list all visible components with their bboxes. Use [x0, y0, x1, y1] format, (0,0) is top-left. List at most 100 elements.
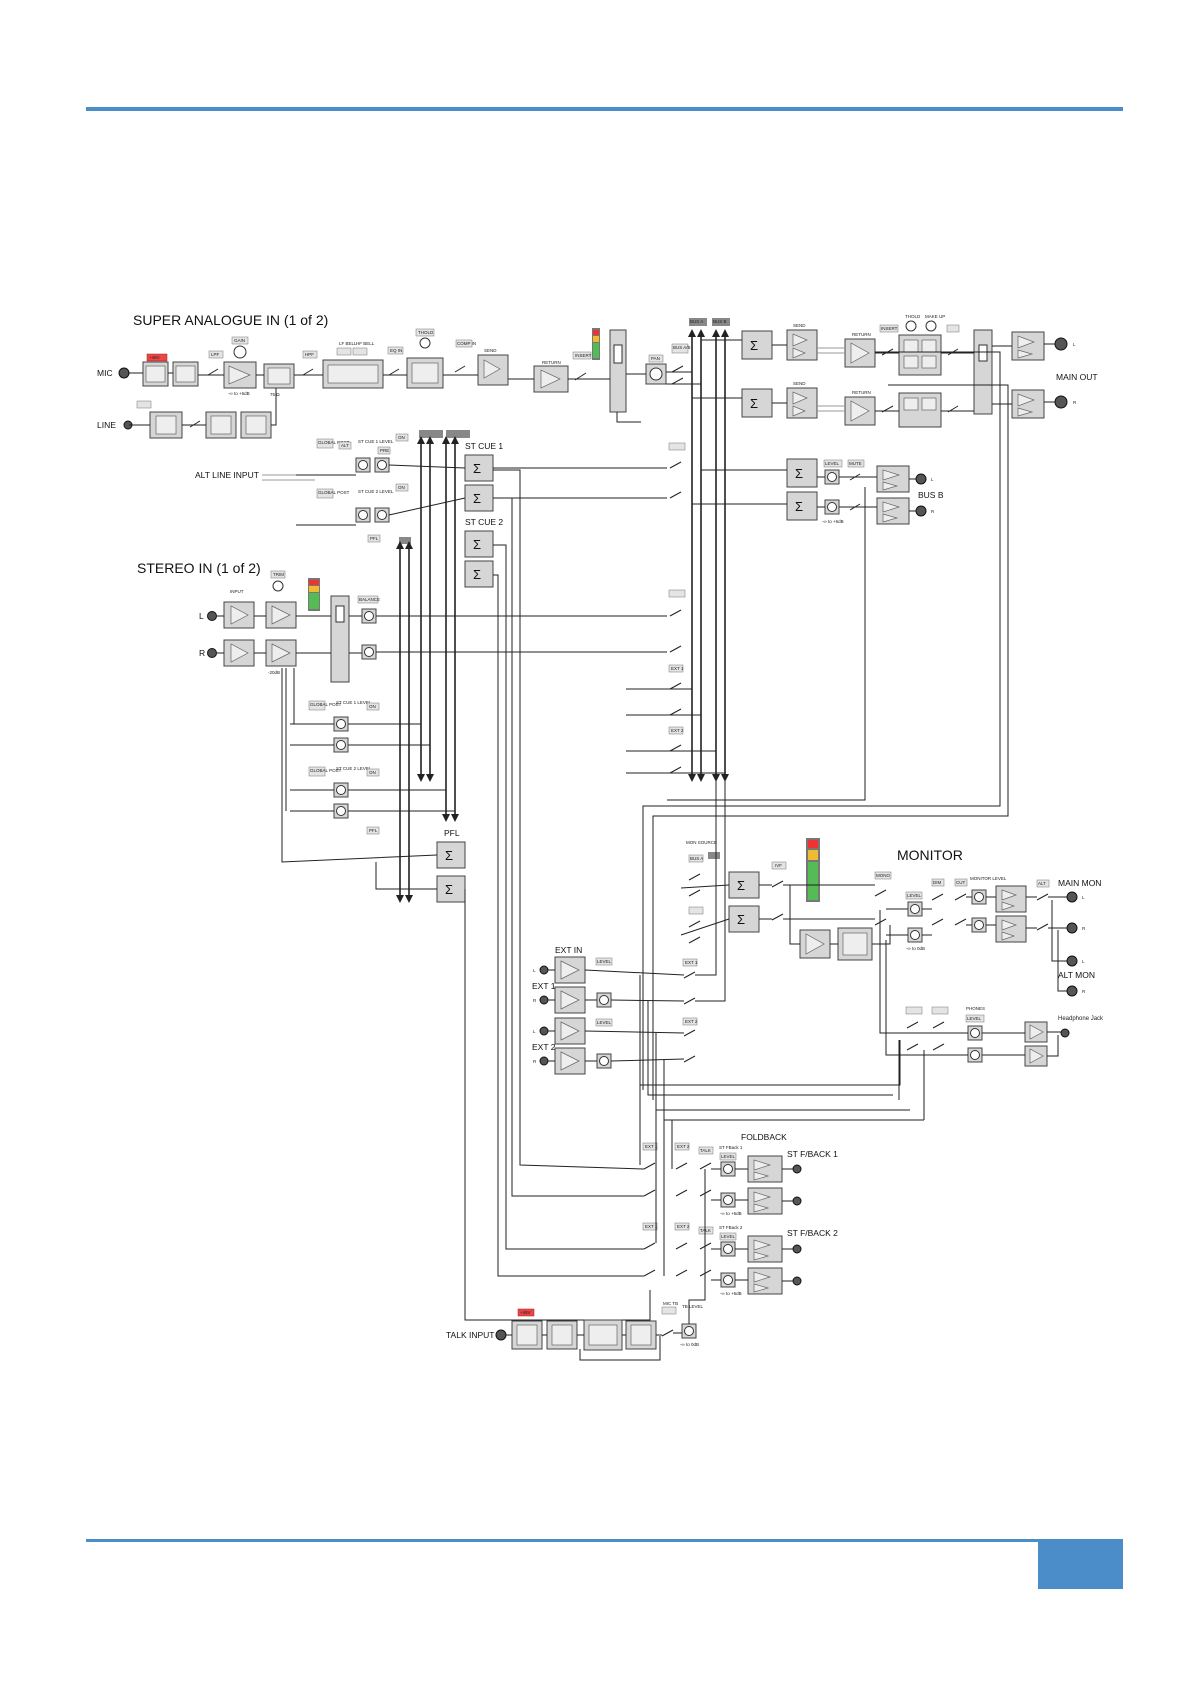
ext2-bus-tag [668, 726, 684, 735]
mute-tag [847, 459, 865, 468]
label-tb-level: TB LEVEL [682, 1304, 704, 1309]
eq-in-switch-icon [388, 368, 400, 376]
label-hf-bell: HF BELL [356, 341, 375, 346]
title-monitor: MONITOR [897, 847, 963, 863]
st-cue2-sum-r [464, 560, 494, 588]
mic-jack-icon [118, 367, 130, 379]
eq-inner [327, 364, 379, 384]
title-st-fback-1: ST F/BACK 1 [787, 1149, 838, 1159]
send-b-block [786, 387, 818, 419]
label-main-out: MAIN OUT [1056, 372, 1098, 382]
label-bus-ab: BUS A/B [673, 345, 691, 350]
global-post-tag-1 [316, 438, 334, 449]
label-mono: MONO [876, 873, 890, 878]
ext2-l-jack-icon [539, 1026, 549, 1036]
label-return-b: RETURN [852, 390, 871, 395]
insert-tag [572, 351, 592, 360]
label-fb2-ext2: EXT 2 [677, 1224, 690, 1229]
pfl-tag-2 [366, 826, 380, 835]
alt-mon-tag [1036, 879, 1050, 888]
ext1-r-jack-icon [539, 995, 549, 1005]
line-phase-inner [210, 415, 232, 435]
on-tag-3 [366, 702, 380, 711]
label-ext2-mon: EXT 2 [685, 1019, 698, 1024]
in-tag [946, 324, 960, 333]
balance-tag [357, 595, 379, 604]
label-fb1-ext2: EXT 2 [677, 1144, 690, 1149]
main-mon-amp-l [995, 885, 1027, 913]
thold-knob-icon [419, 337, 431, 349]
title-foldback: FOLDBACK [741, 1132, 787, 1142]
comp-in-tag [455, 339, 473, 348]
label-alt-mon-l: L [1082, 959, 1085, 964]
label-thold: THOLD [418, 330, 434, 335]
label-headphone-jack: Headphone Jack [1058, 1016, 1104, 1022]
ext2-r-jack-icon [539, 1056, 549, 1066]
label-alt: ALT [341, 443, 349, 448]
st-cue1-tag [668, 442, 686, 451]
label-main-mon-r: R [1082, 926, 1086, 931]
fb2-amp-r [747, 1267, 783, 1295]
bus-a-tag [689, 318, 707, 326]
label-level-2: LEVEL [907, 893, 922, 898]
alt-mon-r-jack-icon [1066, 985, 1078, 997]
label-range-fb2: -∞ to +6dB [720, 1291, 742, 1296]
return-amp-icon [540, 369, 561, 389]
label-hpf: HPF [305, 352, 314, 357]
label-pre-1: PRE [380, 448, 389, 453]
sum-icon-11: Σ [737, 878, 745, 893]
label-global-post-1: GLOBAL POST [318, 440, 350, 445]
st-cue2-bus-tag [446, 430, 470, 438]
bus-b-sum [741, 388, 773, 418]
sum-icon-12: Σ [737, 912, 745, 927]
line-switch-icon [189, 420, 201, 428]
label-fb1-ext1: EXT 1 [645, 1144, 658, 1149]
dim-tag [931, 878, 945, 887]
main-out-l [1011, 331, 1045, 361]
trim-knob-icon [272, 580, 284, 592]
label-bus-a: BUS A [690, 319, 703, 324]
label-fb2-level: LEVEL [721, 1234, 736, 1239]
master-fader-knob-icon [978, 344, 988, 362]
label-eq-in: EQ IN [390, 348, 402, 353]
label-make-up: MAKE UP [925, 314, 945, 319]
label-talk-input: TALK INPUT [446, 1330, 495, 1340]
level-tag-3 [965, 1014, 985, 1023]
main-out-r [1011, 389, 1045, 419]
pre-tag-1 [377, 446, 391, 455]
mic-tb-tag [661, 1306, 677, 1315]
label-insert-2: INSERT [881, 326, 898, 331]
label-return-a: RETURN [852, 332, 871, 337]
on-tag-2 [395, 483, 409, 492]
ext2-mon-tag [682, 1017, 698, 1026]
line-amp-inner [245, 415, 267, 435]
hpf-tag [302, 350, 318, 359]
label-return: RETURN [542, 360, 561, 365]
comp-in-switch-icon [454, 365, 466, 373]
pan-tag [648, 354, 664, 363]
fb1-amp-r [747, 1187, 783, 1215]
title-super-analogue: SUPER ANALOGUE IN (1 of 2) [133, 312, 328, 328]
st-cue1-sum-r [464, 484, 494, 512]
trim-tag [270, 570, 286, 579]
label-pfl-1: PFL [370, 536, 379, 541]
fb2-amp-l [747, 1235, 783, 1263]
title-pfl: PFL [444, 828, 460, 838]
label-ext-1: EXT 1 [532, 981, 556, 991]
label-ext1-l: L [533, 968, 536, 973]
label-fb2-ext1: EXT 1 [645, 1224, 658, 1229]
global-post-tag-3 [308, 700, 326, 711]
thold-tag [415, 328, 435, 337]
label-phones: PHONES [966, 1006, 985, 1011]
label-line: LINE [97, 420, 116, 430]
fb1-ext2-tag [674, 1142, 690, 1151]
sum-icon-3: Σ [473, 537, 481, 552]
bus-b-out-r [876, 497, 910, 525]
title-stereo-in: STEREO IN (1 of 2) [137, 560, 261, 576]
st-cue1-bus-tag [419, 430, 443, 438]
mon-bus-tag [708, 852, 720, 859]
hpf-switch-icon [302, 368, 314, 376]
label-thold-2: THOLD [905, 314, 921, 319]
fb1-l-jack-icon [792, 1164, 802, 1174]
